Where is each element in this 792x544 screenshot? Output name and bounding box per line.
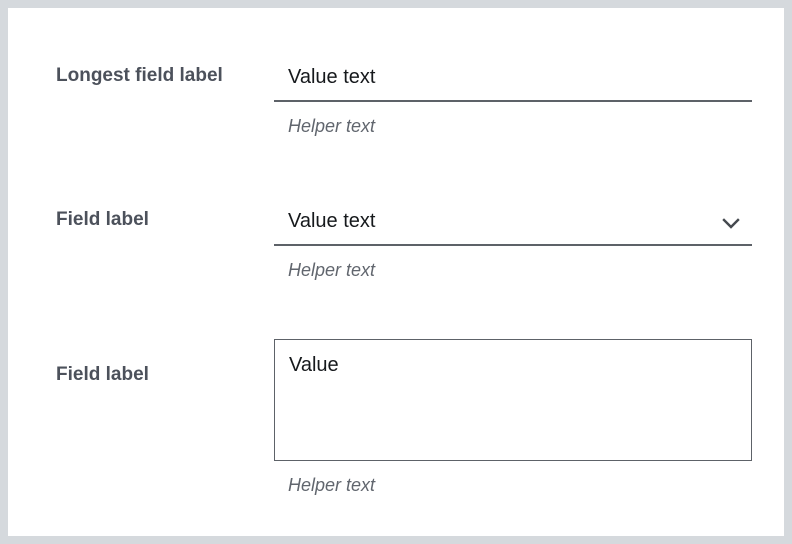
field-control-column: Helper text [274, 64, 752, 137]
field-control-column: Helper text [274, 339, 752, 496]
helper-text: Helper text [288, 260, 376, 280]
field-label-textarea: Field label [56, 364, 149, 385]
textarea-input[interactable] [274, 339, 752, 461]
field-row-textarea: Field label Helper text [56, 339, 752, 496]
helper-text: Helper text [288, 116, 376, 136]
field-control-column: Helper text [274, 208, 752, 281]
field-label-select: Field label [56, 209, 149, 230]
field-label-column: Field label [56, 339, 274, 387]
field-row-select: Field label Helper text [56, 208, 752, 281]
field-row-text: Longest field label Helper text [56, 64, 752, 137]
select-wrapper[interactable] [274, 208, 752, 246]
field-label-column: Longest field label [56, 64, 274, 88]
text-input[interactable] [274, 64, 752, 102]
field-label-text: Longest field label [56, 65, 223, 86]
field-label-column: Field label [56, 208, 274, 232]
helper-text: Helper text [288, 475, 376, 495]
select-input[interactable] [274, 208, 752, 246]
form-card: Longest field label Helper text Field la… [8, 8, 784, 536]
